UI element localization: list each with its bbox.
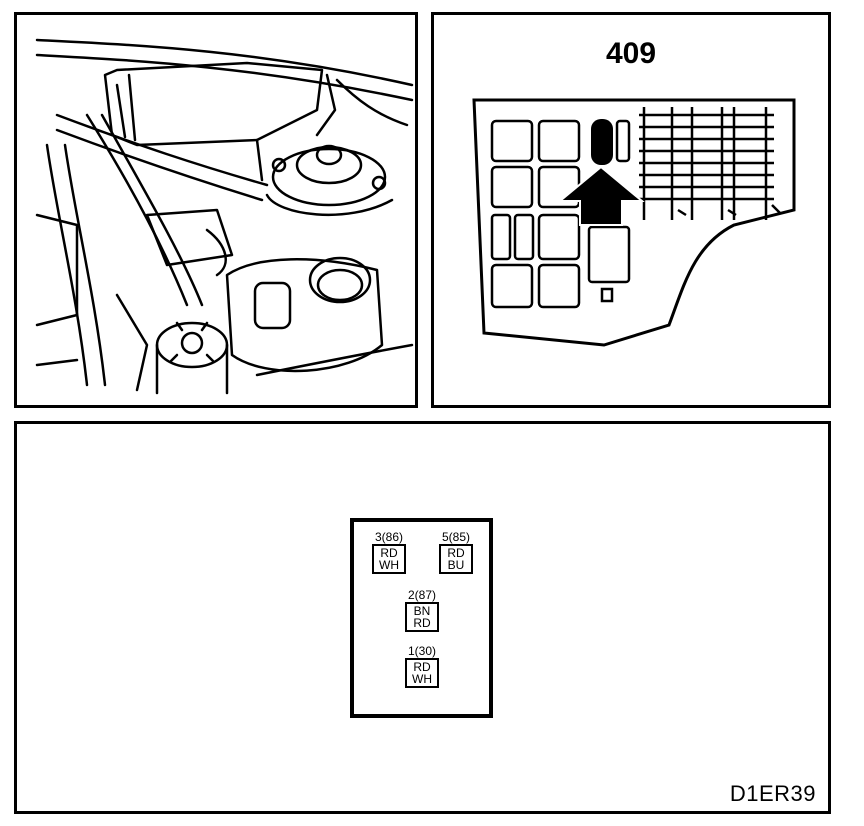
wire-colour-code: RD WH (372, 544, 406, 574)
wire-colour-code: BN RD (405, 602, 439, 632)
pin-2-87: 2(87) BN RD (392, 588, 452, 632)
engine-bay-drawing (35, 38, 414, 395)
relay-box-location-illustration: 409 (431, 12, 831, 408)
pin-1-30: 1(30) RD WH (392, 644, 452, 688)
pin-label: 3(86) (374, 530, 403, 544)
relay-connector: 3(86) RD WH 5(85) RD BU 2(87) BN RD 1(30… (350, 518, 493, 718)
pin-5-85: 5(85) RD BU (426, 530, 486, 574)
connector-pinout-panel: 3(86) RD WH 5(85) RD BU 2(87) BN RD 1(30… (14, 421, 831, 814)
relay-number: 409 (605, 37, 657, 70)
diagram-code: D1ER39 (729, 781, 816, 806)
pin-label: 1(30) (407, 644, 436, 658)
wire-colour-code: RD WH (405, 658, 439, 688)
engine-compartment-illustration (14, 12, 418, 408)
wire-colour-code: RD BU (439, 544, 473, 574)
pin-label: 2(87) (407, 588, 436, 602)
relay-box-drawing (472, 98, 796, 347)
pin-label: 5(85) (441, 530, 470, 544)
pin-3-86: 3(86) RD WH (359, 530, 419, 574)
